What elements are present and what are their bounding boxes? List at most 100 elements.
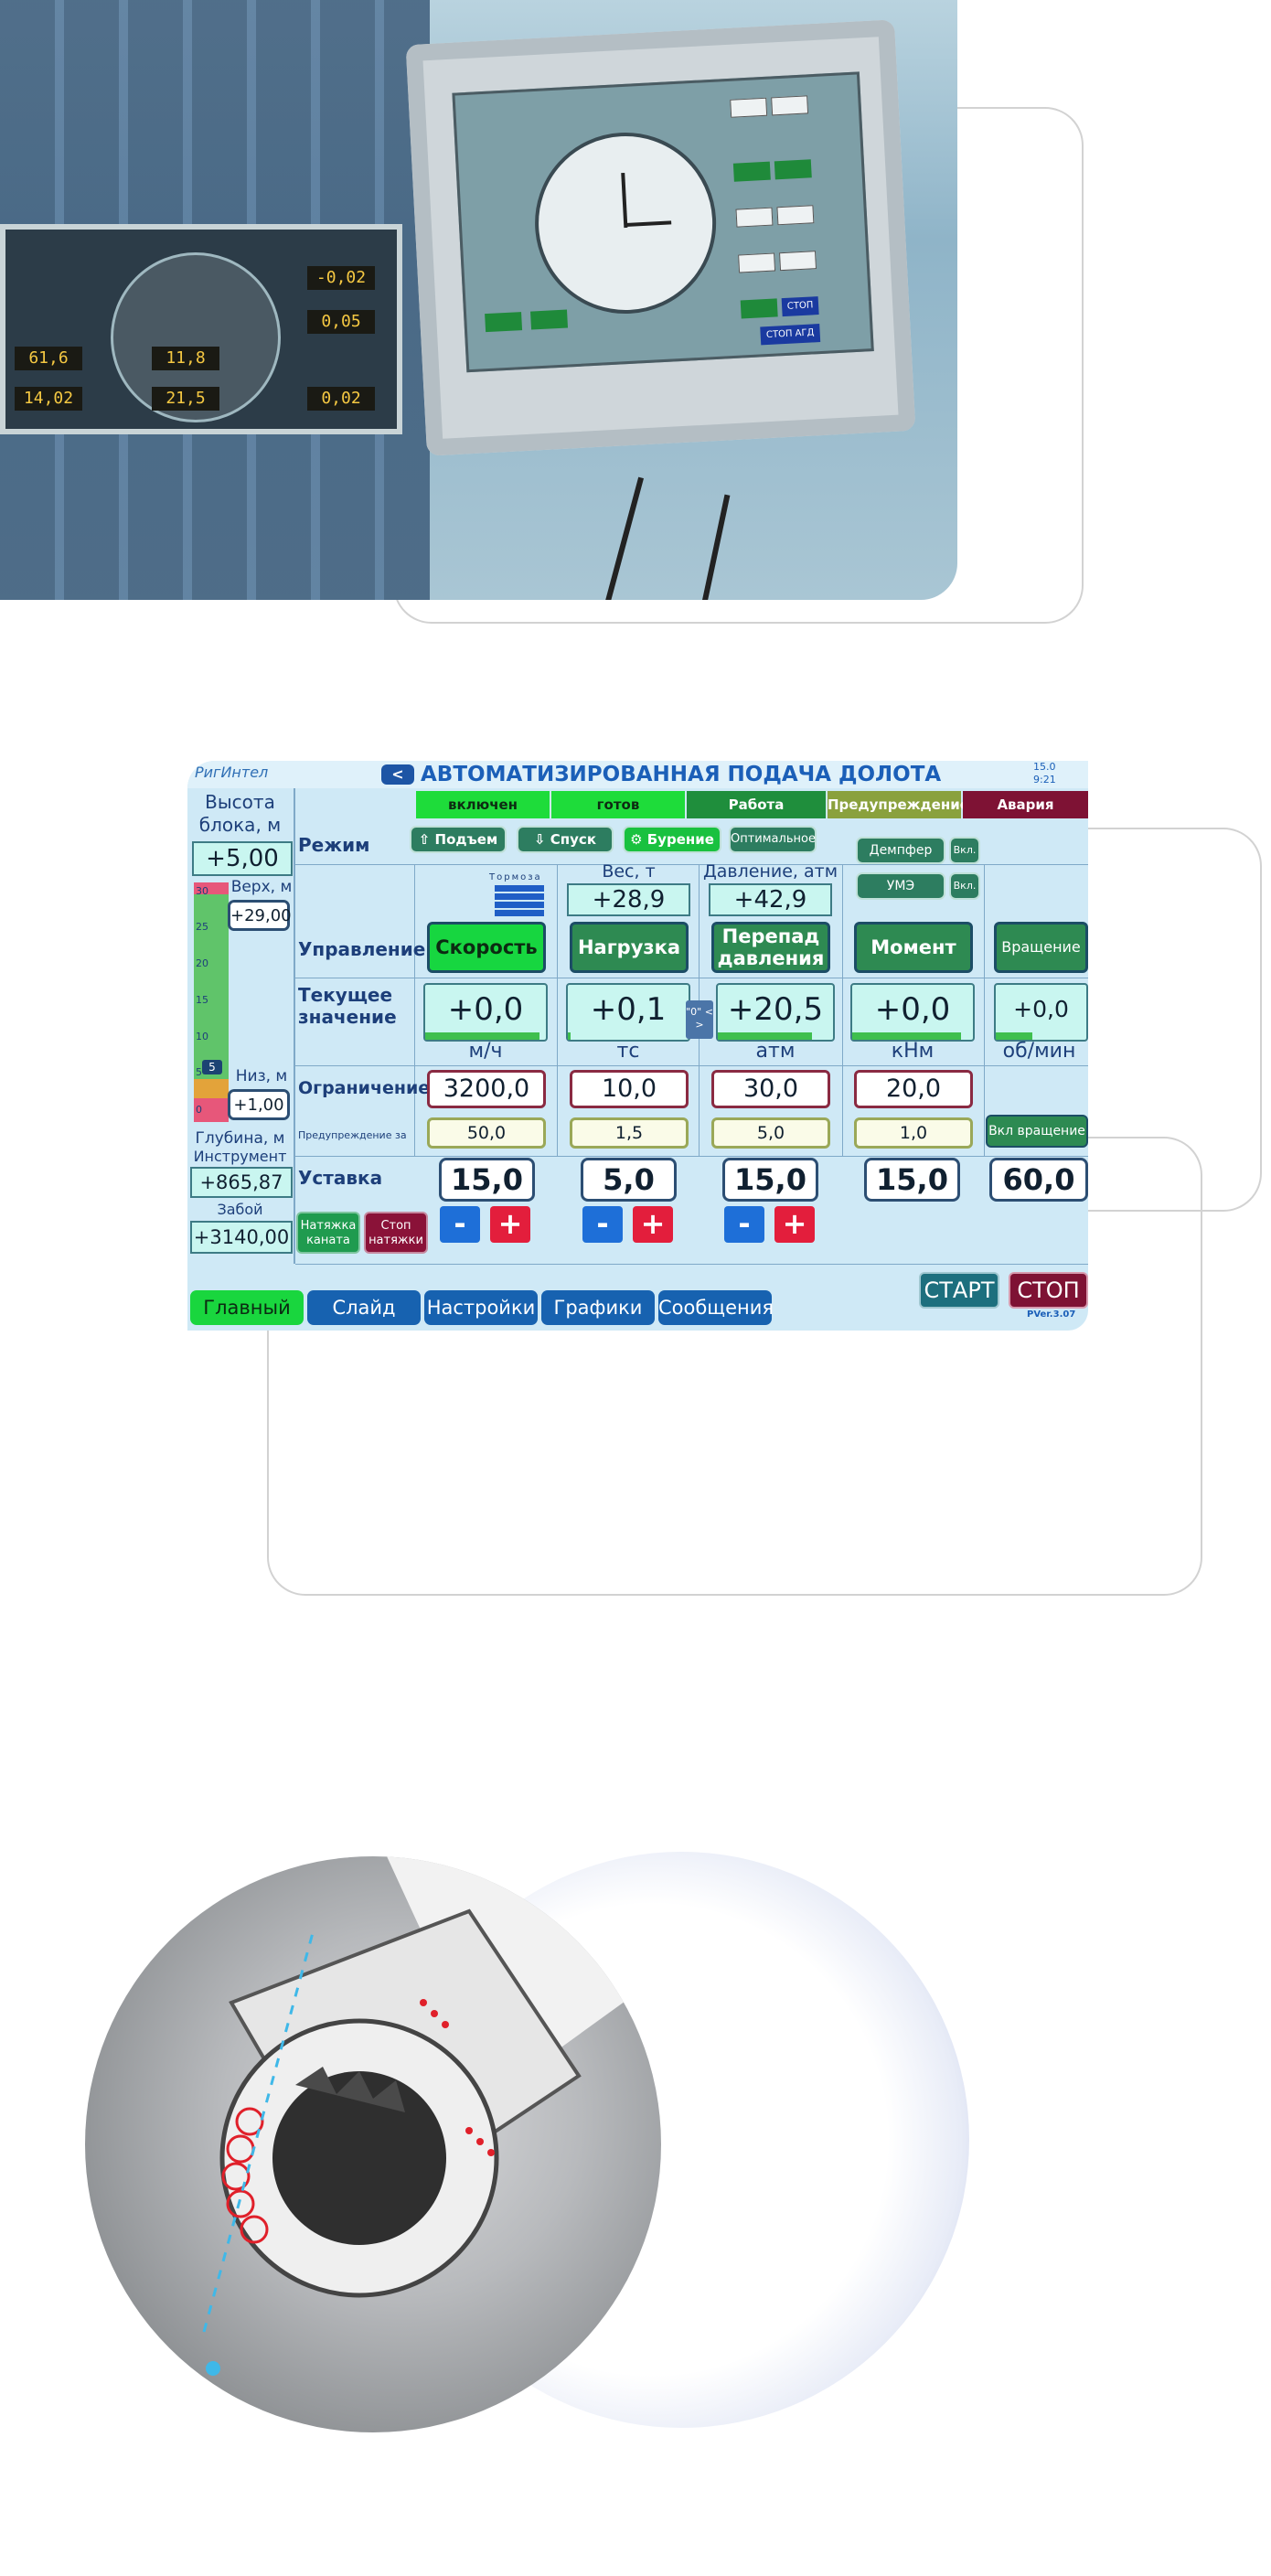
row-label-limit: Ограничение <box>298 1078 431 1098</box>
screen-title: АВТОМАТИЗИРОВАННАЯ ПОДАЧА ДОЛОТА <box>421 763 942 786</box>
row-label-setpoint: Уставка <box>298 1167 383 1189</box>
load-control-button[interactable]: Нагрузка <box>570 922 689 973</box>
status-ready: готов <box>551 791 685 818</box>
drill-bit-illustration <box>202 1856 661 2376</box>
tab-settings[interactable]: Настройки <box>424 1290 538 1325</box>
top-value: +29,00 <box>228 900 292 931</box>
rotation-unit: об/мин <box>1002 1040 1076 1063</box>
speed-limit-input[interactable]: 3200,0 <box>427 1070 546 1108</box>
status-alarm: Авария <box>963 791 1088 818</box>
stop-tension-button[interactable]: Стоп натяжки <box>364 1212 428 1254</box>
rigintel-logo: РигИнтел <box>195 764 269 781</box>
pressure-diff-warning-input[interactable]: 5,0 <box>711 1117 830 1149</box>
status-work: Работа <box>687 791 826 818</box>
damper-on-button[interactable]: Вкл. <box>949 837 980 864</box>
scale-tick: 20 <box>196 957 208 969</box>
ume-on-button[interactable]: Вкл. <box>949 872 980 900</box>
mode-descent-button[interactable]: ⇩ Спуск <box>517 826 614 853</box>
rotation-on-button[interactable]: Вкл вращение <box>986 1115 1088 1148</box>
rotation-setpoint[interactable]: 60,0 <box>989 1158 1088 1202</box>
stop-screen-button: СТОП <box>781 296 819 317</box>
bottom-value: +1,00 <box>228 1089 290 1120</box>
torque-warning-input[interactable]: 1,0 <box>854 1117 973 1149</box>
cable <box>701 494 731 600</box>
brake-indicator <box>495 885 544 916</box>
block-height-value: +5,00 <box>192 841 293 876</box>
load-current-value: +0,1 <box>566 983 690 1042</box>
pressure-diff-limit-input[interactable]: 30,0 <box>711 1070 830 1108</box>
cable <box>604 476 645 600</box>
ume-button[interactable]: УМЭ <box>856 872 945 900</box>
mode-drilling-button[interactable]: ⚙ Бурение <box>623 826 721 853</box>
load-limit-input[interactable]: 10,0 <box>570 1070 689 1108</box>
load-plus-button[interactable]: + <box>633 1206 673 1243</box>
pressure-diff-setpoint[interactable]: 15,0 <box>722 1158 818 1202</box>
depth-label: Глубина, м <box>195 1129 285 1148</box>
mode-optimal-button[interactable]: Оптимальное <box>729 826 817 853</box>
drill-bit-photo <box>85 1856 661 2432</box>
speed-setpoint[interactable]: 15,0 <box>439 1158 535 1202</box>
row-label-control: Управление <box>298 938 426 960</box>
pressure-diff-minus-button[interactable]: - <box>724 1206 764 1243</box>
pressure-diff-control-button[interactable]: Перепад давления <box>711 922 830 973</box>
panel-display: 11,8 <box>152 347 219 370</box>
tool-label: Инструмент <box>193 1148 287 1165</box>
panel-display: 14,02 <box>15 387 82 411</box>
scale-tick: 30 <box>196 885 208 897</box>
row-label-warning: Предупреждение за <box>298 1129 407 1141</box>
load-minus-button[interactable]: - <box>582 1206 623 1243</box>
tab-charts[interactable]: Графики <box>541 1290 655 1325</box>
row-label-mode: Режим <box>298 834 370 856</box>
pressure-diff-plus-button[interactable]: + <box>774 1206 815 1243</box>
monitor-screen: СТОП СТОП АГД <box>452 71 874 373</box>
rotation-control-button[interactable]: Вращение <box>994 922 1088 973</box>
rotation-current-value: +0,0 <box>994 983 1088 1042</box>
speed-warning-input[interactable]: 50,0 <box>427 1117 546 1149</box>
speed-control-button[interactable]: Скорость <box>427 922 546 973</box>
speed-minus-button[interactable]: - <box>440 1206 480 1243</box>
status-warning: Предупреждение <box>828 791 969 818</box>
top-label: Верх, м <box>230 878 293 896</box>
mode-lift-button[interactable]: ⇧ Подъем <box>410 826 507 853</box>
analog-panel: -0,02 0,05 61,6 11,8 21,5 14,02 0,02 <box>0 224 402 434</box>
torque-current-value: +0,0 <box>850 983 975 1042</box>
torque-limit-input[interactable]: 20,0 <box>854 1070 973 1108</box>
load-unit: тс <box>616 1040 640 1063</box>
clock-gauge <box>530 127 721 319</box>
stop-agd-screen-button: СТОП АГД <box>760 324 821 346</box>
tab-slide[interactable]: Слайд <box>307 1290 421 1325</box>
hmi-screen: РигИнтел < АВТОМАТИЗИРОВАННАЯ ПОДАЧА ДОЛ… <box>187 761 1088 1331</box>
torque-control-button[interactable]: Момент <box>854 922 973 973</box>
weight-label: Вес, т <box>602 861 656 882</box>
zero-button[interactable]: "0" < > <box>686 1000 713 1039</box>
back-button[interactable]: < <box>381 764 414 785</box>
torque-unit: кНм <box>891 1040 935 1063</box>
row-label-current: Текущее значение <box>298 984 397 1028</box>
start-button[interactable]: СТАРТ <box>919 1272 999 1309</box>
title-bar <box>187 761 1088 788</box>
stop-button[interactable]: СТОП <box>1009 1272 1088 1309</box>
speed-unit: м/ч <box>468 1040 503 1063</box>
speed-plus-button[interactable]: + <box>490 1206 530 1243</box>
panel-display: 0,02 <box>307 387 375 411</box>
bottom-label: Низ, м <box>235 1067 288 1085</box>
touch-monitor: СТОП СТОП АГД <box>405 19 916 456</box>
damper-button[interactable]: Демпфер <box>856 837 945 864</box>
block-height-label: Высота блока, м <box>198 791 282 836</box>
control-panel-photo: -0,02 0,05 61,6 11,8 21,5 14,02 0,02 СТО… <box>0 0 957 600</box>
load-warning-input[interactable]: 1,5 <box>570 1117 689 1149</box>
tab-main[interactable]: Главный <box>190 1290 304 1325</box>
tool-depth-value: +865,87 <box>190 1167 293 1198</box>
load-setpoint[interactable]: 5,0 <box>581 1158 677 1202</box>
panel-display: 0,05 <box>307 310 375 334</box>
tab-messages[interactable]: Сообщения <box>658 1290 774 1325</box>
pressure-diff-unit: атм <box>755 1040 796 1063</box>
scale-tick: 25 <box>196 921 208 933</box>
pressure-label: Давление, атм <box>702 861 838 882</box>
scale-tick: 5 <box>196 1066 202 1078</box>
pressure-value: +42,9 <box>709 883 832 916</box>
torque-setpoint[interactable]: 15,0 <box>864 1158 960 1202</box>
panel-display: 21,5 <box>152 387 219 411</box>
version-label: PVer.3.07 <box>1027 1309 1076 1320</box>
rope-tension-button[interactable]: Натяжка каната <box>296 1212 360 1254</box>
